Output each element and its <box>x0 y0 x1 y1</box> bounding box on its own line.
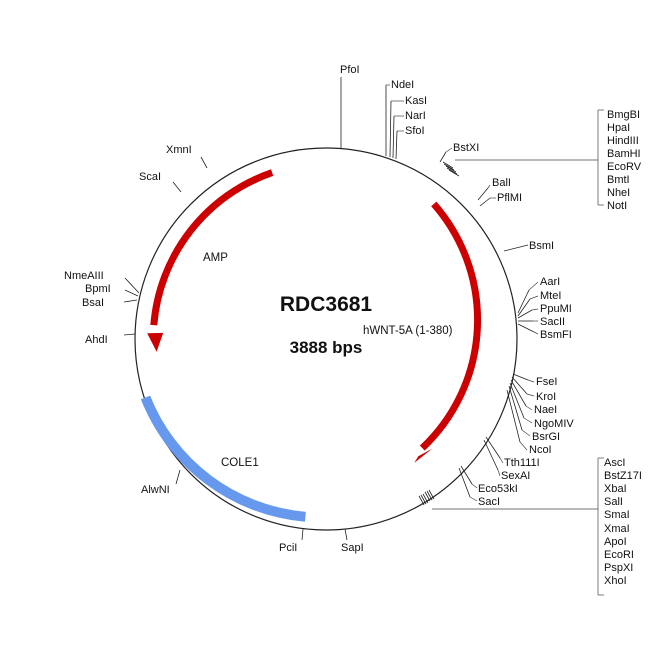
site-alwni: AlwNI <box>141 469 181 496</box>
svg-text:BmtI: BmtI <box>607 174 630 186</box>
site-eco53ki: Eco53kI <box>460 465 518 495</box>
site-tth111i: Tth111I <box>485 436 540 469</box>
svg-text:EcoRI: EcoRI <box>604 549 634 561</box>
svg-text:PflMI: PflMI <box>497 192 522 204</box>
svg-text:BpmI: BpmI <box>85 283 111 295</box>
svg-text:NaeI: NaeI <box>534 404 557 416</box>
svg-text:HindIII: HindIII <box>607 135 639 147</box>
site-bstxi: BstXI <box>439 142 479 163</box>
amp-label: AMP <box>203 252 228 264</box>
svg-text:NmeAIII: NmeAIII <box>64 270 104 282</box>
site-pfoi: PfoI <box>340 64 360 148</box>
svg-text:SfoI: SfoI <box>405 125 425 137</box>
svg-text:ScaI: ScaI <box>139 171 161 183</box>
svg-text:XbaI: XbaI <box>604 483 627 495</box>
svg-text:BsaI: BsaI <box>82 297 104 309</box>
svg-text:BsmFI: BsmFI <box>540 329 572 341</box>
svg-text:EcoRV: EcoRV <box>607 161 642 173</box>
svg-text:HpaI: HpaI <box>607 122 630 134</box>
site-bali: BalI <box>477 177 511 201</box>
svg-text:NarI: NarI <box>405 110 426 122</box>
svg-text:BsmI: BsmI <box>529 240 554 252</box>
svg-text:AscI: AscI <box>604 457 625 469</box>
site-ncoi: NcoI <box>506 389 552 456</box>
site-naei: NaeI <box>510 379 557 416</box>
site-kasi: KasI <box>389 95 427 158</box>
svg-text:XhoI: XhoI <box>604 575 627 587</box>
svg-text:PpuMI: PpuMI <box>540 303 572 315</box>
svg-text:BstZ17I: BstZ17I <box>604 470 642 482</box>
svg-text:SapI: SapI <box>341 542 364 554</box>
svg-text:NotI: NotI <box>607 200 627 212</box>
site-bsai: BsaI <box>82 297 138 309</box>
site-ngomiv: NgoMIV <box>509 382 574 430</box>
svg-text:AhdI: AhdI <box>85 334 108 346</box>
site-ndei: NdeI <box>385 79 414 156</box>
site-scai: ScaI <box>139 171 182 193</box>
insert-label: hWNT-5A (1-380) <box>363 325 453 337</box>
site-saci: SacI <box>458 467 500 508</box>
svg-text:XmaI: XmaI <box>604 523 630 535</box>
plasmid-name: RDC3681 <box>280 293 373 316</box>
svg-text:SalI: SalI <box>604 496 623 508</box>
backbone-circle <box>134 147 518 531</box>
svg-text:PfoI: PfoI <box>340 64 360 76</box>
site-ppumi: PpuMI <box>517 303 572 319</box>
site-mtei: MteI <box>517 290 561 317</box>
svg-text:SexAI: SexAI <box>501 470 530 482</box>
mcs2-cluster <box>418 457 604 596</box>
svg-text:SacI: SacI <box>478 496 500 508</box>
site-sacii: SacII <box>518 316 565 328</box>
site-fsei: FseI <box>512 373 557 388</box>
svg-text:NdeI: NdeI <box>391 79 414 91</box>
site-kroi: KroI <box>511 376 556 403</box>
svg-text:AlwNI: AlwNI <box>141 484 170 496</box>
svg-text:KroI: KroI <box>536 391 556 403</box>
mcs1-cluster <box>442 109 604 206</box>
svg-text:Tth111I: Tth111I <box>504 457 540 469</box>
svg-text:Eco53kI: Eco53kI <box>478 483 518 495</box>
site-pcii: PciI <box>279 528 304 554</box>
plasmid-size: 3888 bps <box>290 338 363 357</box>
insert-arrow <box>414 201 482 463</box>
svg-text:PspXI: PspXI <box>604 562 633 574</box>
site-bsmfi: BsmFI <box>517 323 572 341</box>
site-xmni: XmnI <box>166 144 208 169</box>
site-ahdi: AhdI <box>85 333 136 346</box>
site-pflmi: PflMI <box>479 192 522 207</box>
svg-text:BalI: BalI <box>492 177 511 189</box>
svg-text:AarI: AarI <box>540 276 560 288</box>
svg-text:SmaI: SmaI <box>604 509 630 521</box>
cole1-label: COLE1 <box>221 457 259 469</box>
site-sfoi: SfoI <box>395 125 425 160</box>
svg-text:PciI: PciI <box>279 542 297 554</box>
svg-text:ApoI: ApoI <box>604 536 627 548</box>
site-bsmi: BsmI <box>503 240 554 252</box>
site-bpmi: BpmI <box>85 283 139 297</box>
site-nmeaiii: NmeAIII <box>64 270 140 294</box>
svg-text:BstXI: BstXI <box>453 142 479 154</box>
site-bsrgi: BsrGI <box>508 385 560 443</box>
svg-text:NcoI: NcoI <box>529 444 552 456</box>
svg-text:BsrGI: BsrGI <box>532 431 560 443</box>
amp-arrow <box>147 169 274 352</box>
svg-text:MteI: MteI <box>540 290 561 302</box>
mcs2-labels: AscI BstZ17I XbaI SalI SmaI XmaI ApoI Ec… <box>604 457 642 587</box>
site-aari: AarI <box>517 276 560 314</box>
site-sapi: SapI <box>341 528 364 554</box>
site-nari: NarI <box>392 110 426 159</box>
svg-text:NgoMIV: NgoMIV <box>534 418 574 430</box>
cole1-arc <box>140 395 306 522</box>
svg-text:FseI: FseI <box>536 376 557 388</box>
site-sexai: SexAI <box>483 439 530 482</box>
svg-text:NheI: NheI <box>607 187 630 199</box>
svg-text:BmgBI: BmgBI <box>607 109 640 121</box>
svg-text:KasI: KasI <box>405 95 427 107</box>
mcs1-labels: BmgBI HpaI HindIII BamHI EcoRV BmtI NheI… <box>607 109 642 212</box>
svg-text:XmnI: XmnI <box>166 144 192 156</box>
svg-text:SacII: SacII <box>540 316 565 328</box>
svg-text:BamHI: BamHI <box>607 148 641 160</box>
